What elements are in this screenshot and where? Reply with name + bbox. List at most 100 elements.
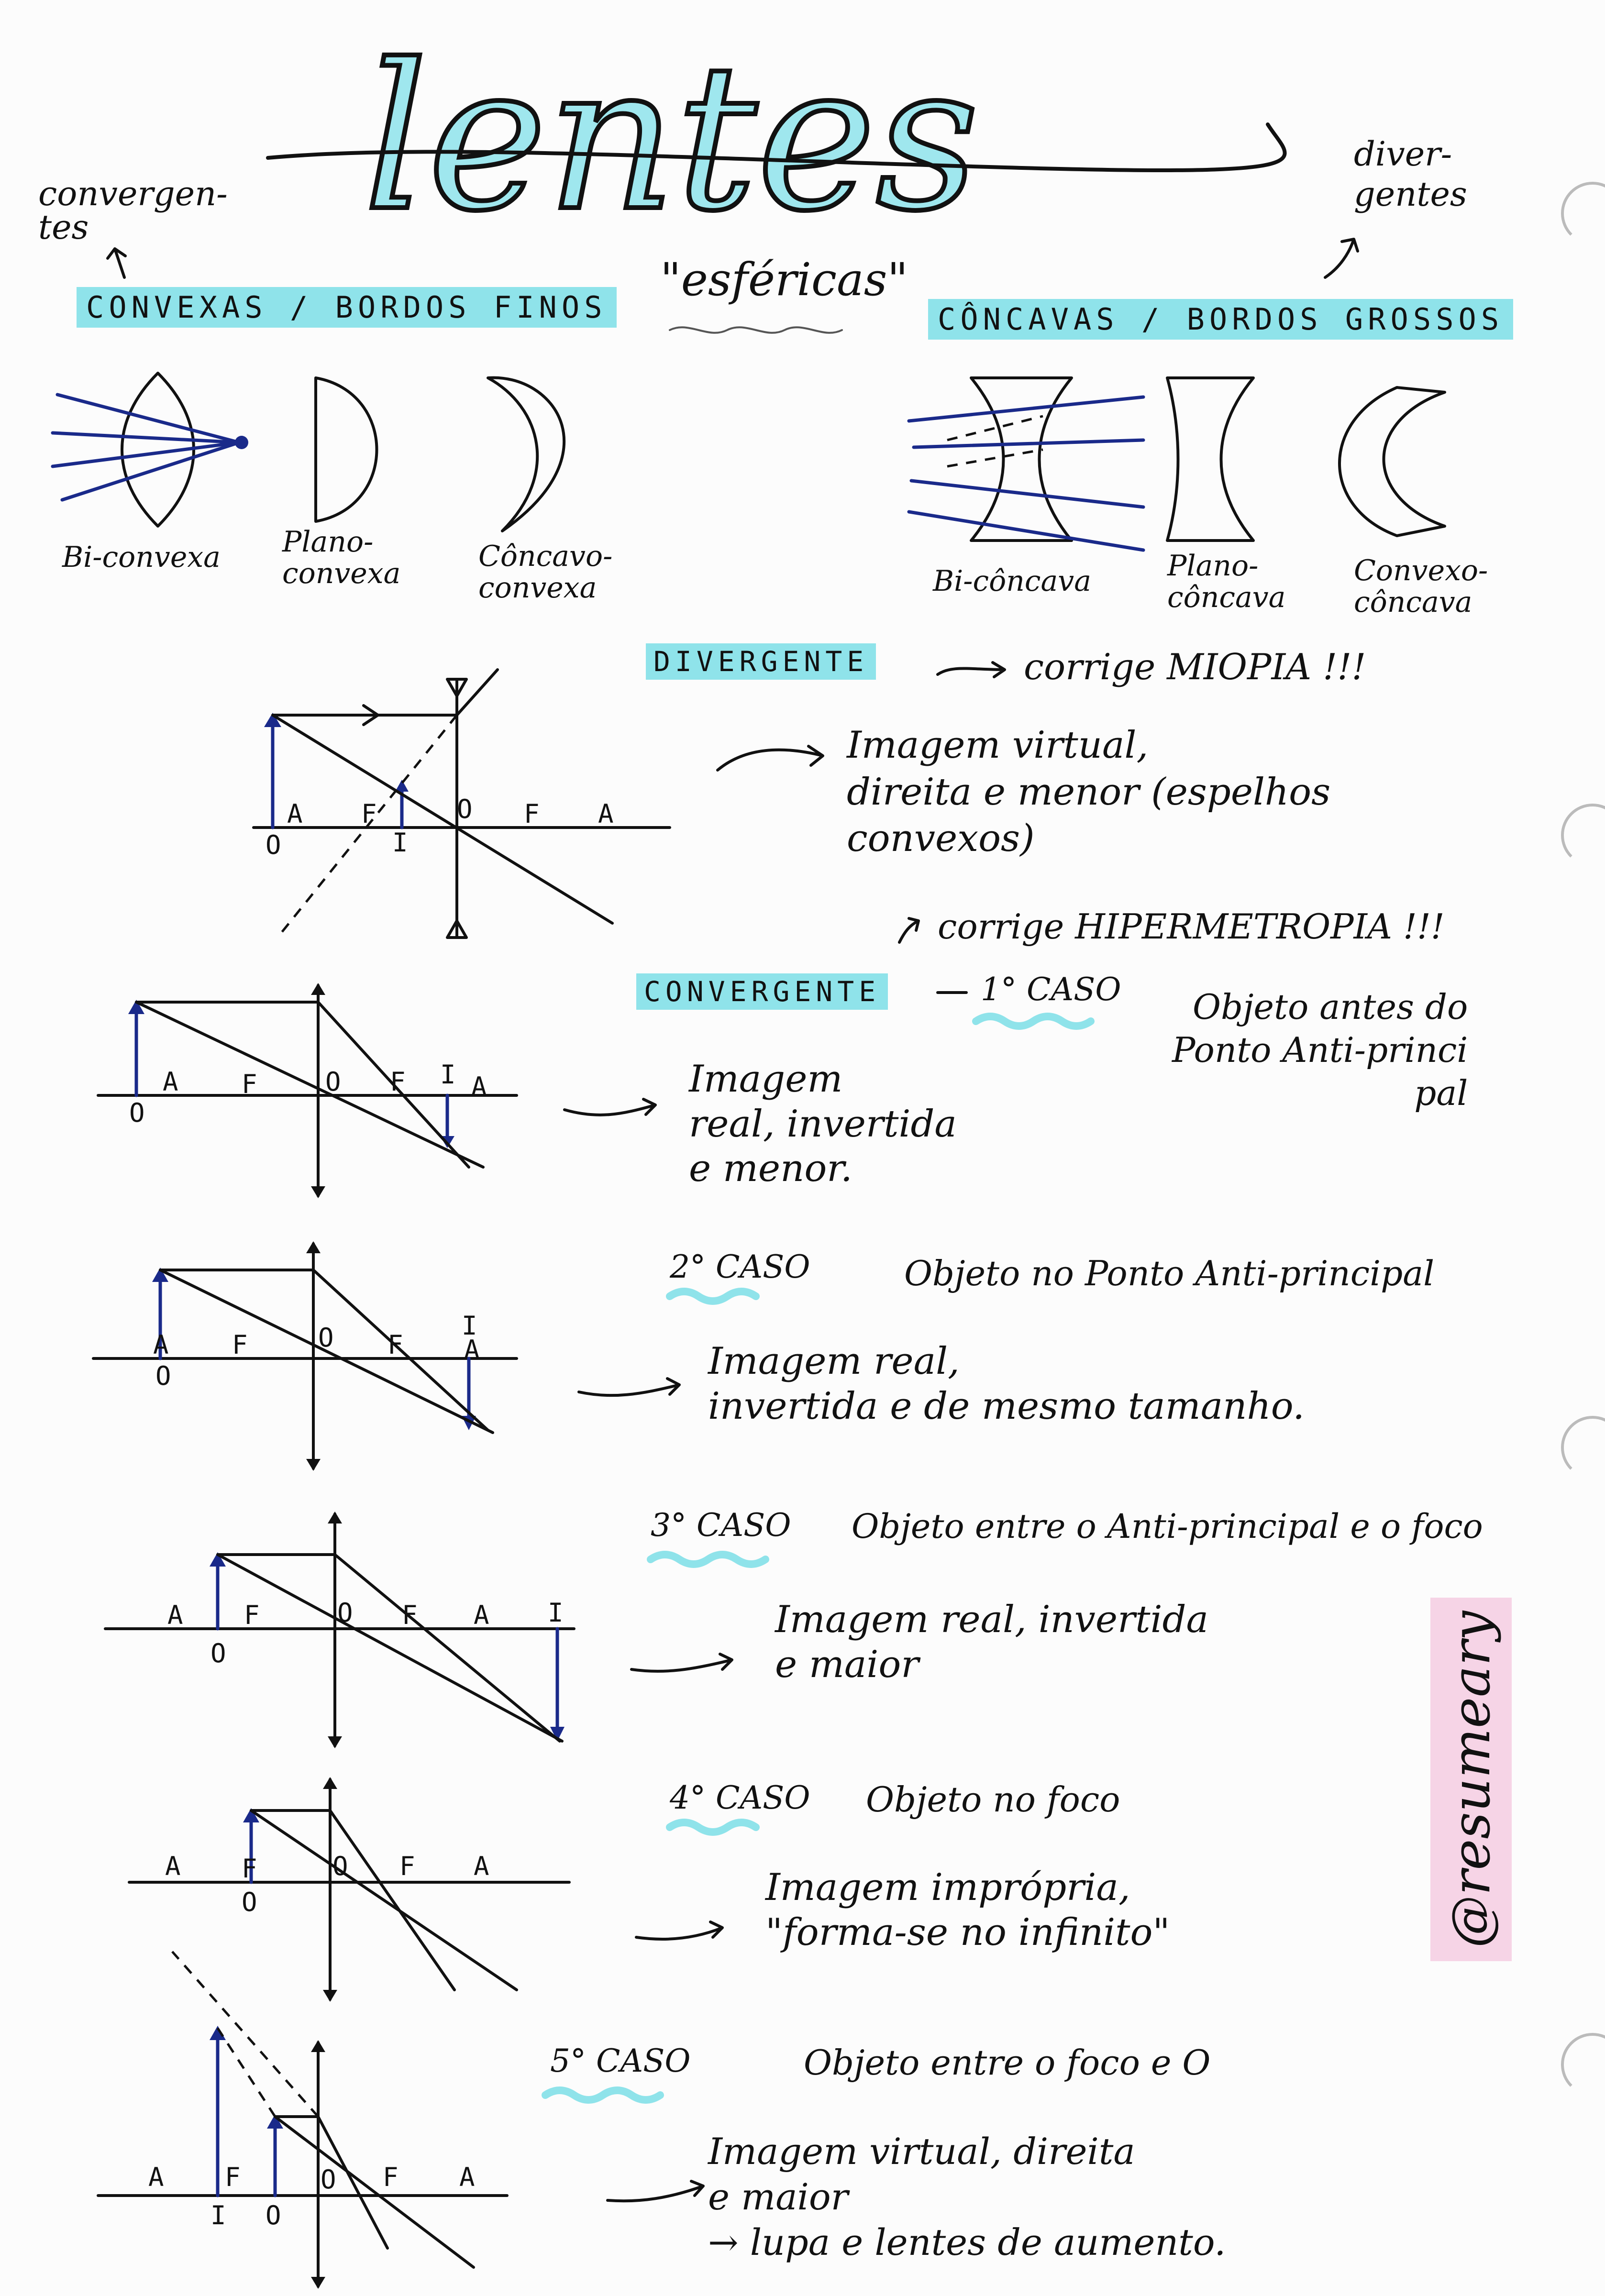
- svg-text:I: I: [548, 1598, 564, 1628]
- svg-text:F: F: [383, 2162, 398, 2192]
- svg-text:O: O: [337, 1598, 353, 1628]
- case-5-underline: [542, 2086, 664, 2104]
- arrow-right-icon: [606, 2180, 705, 2203]
- lens-label-biconvex: Bi-convexa: [62, 541, 221, 574]
- lens-label-convexo-concave: Convexo- côncava: [1354, 554, 1488, 619]
- svg-text:O: O: [266, 830, 281, 860]
- arrow-right-icon: [577, 1377, 681, 1397]
- svg-text:O: O: [325, 1067, 341, 1097]
- svg-text:O: O: [318, 1323, 334, 1353]
- case-5-diagram: A F O F A I O: [97, 1951, 509, 2289]
- arrow-up-icon: [898, 917, 920, 944]
- svg-text:A: A: [153, 1330, 169, 1360]
- convexo-concave-lens: [1338, 386, 1446, 537]
- svg-text:A: A: [474, 1600, 489, 1630]
- diverging-rays: [907, 395, 1145, 552]
- case-4-label: 4° CASO: [670, 1779, 810, 1816]
- subtitle-flourish: [669, 326, 843, 334]
- divergent-image-description: Imagem virtual, direita e menor (espelho…: [847, 724, 1331, 860]
- svg-text:O: O: [210, 1638, 226, 1668]
- lens-label-concavo-convex: Côncavo- convexa: [478, 540, 613, 605]
- case-3-image: Imagem real, invertida e maior: [775, 1598, 1209, 1686]
- punch-hole-mark: [1561, 182, 1605, 245]
- svg-text:F: F: [402, 1600, 418, 1630]
- case-2-object: Objeto no Ponto Anti-principal: [904, 1253, 1435, 1293]
- arrow-right-icon: [635, 1921, 724, 1941]
- case-2-underline: [666, 1288, 760, 1305]
- case-3-diagram: A F O F A I O: [104, 1512, 576, 1748]
- svg-text:O: O: [457, 794, 473, 824]
- svg-text:F: F: [225, 2162, 241, 2192]
- convex-heading: CONVEXAS / BORDOS FINOS: [77, 287, 617, 328]
- case-1-object: Objeto antes do Ponto Anti-princi pal: [1172, 987, 1468, 1113]
- svg-text:O: O: [242, 1887, 257, 1917]
- svg-text:F: F: [242, 1069, 257, 1099]
- case-4-image: Imagem imprópria, "forma-se no infinito": [765, 1866, 1170, 1954]
- plano-concave-lens: [1166, 376, 1255, 542]
- case-3-object: Objeto entre o Anti-principal e o foco: [852, 1507, 1483, 1546]
- svg-text:A: A: [165, 1851, 181, 1881]
- svg-text:F: F: [390, 1067, 406, 1097]
- svg-text:A: A: [163, 1067, 178, 1097]
- case-4-underline: [666, 1819, 760, 1836]
- concave-heading: CÔNCAVAS / BORDOS GROSSOS: [928, 299, 1514, 340]
- case-4-object: Objeto no foco: [866, 1779, 1120, 1820]
- case-5-image: Imagem virtual, direita e maior → lupa e…: [708, 2130, 1226, 2263]
- concavo-convex-lens: [487, 376, 565, 532]
- biconvex-lens: [121, 372, 195, 528]
- signature-sticker: @resumeary: [1430, 1598, 1512, 1961]
- convergent-label: CONVERGENTE: [636, 973, 888, 1010]
- case-5-object: Objeto entre o foco e O: [804, 2042, 1211, 2083]
- arrow-right-icon: [716, 745, 824, 772]
- biconcave-lens: [970, 376, 1073, 542]
- svg-text:F: F: [361, 799, 377, 829]
- converging-rays: [51, 393, 248, 502]
- svg-text:O: O: [129, 1098, 145, 1128]
- arrow-up-icon: [1324, 238, 1359, 279]
- punch-hole-mark: [1561, 2033, 1605, 2096]
- plano-convex-lens: [314, 376, 378, 523]
- svg-text:I: I: [440, 1060, 456, 1090]
- svg-text:O: O: [332, 1851, 348, 1881]
- case-2-label: 2° CASO: [670, 1248, 810, 1285]
- arrow-up-icon: [106, 247, 127, 279]
- arrow-right-icon: [936, 661, 1006, 678]
- case-1-image: Imagem real, invertida e menor.: [689, 1058, 957, 1191]
- svg-text:F: F: [242, 1854, 257, 1884]
- convergent-note: convergen- tes: [38, 174, 228, 247]
- svg-text:A: A: [287, 799, 303, 829]
- svg-text:A: A: [474, 1851, 489, 1881]
- lens-label-plano-convex: Plano- convexa: [282, 525, 401, 590]
- svg-text:A: A: [459, 2162, 475, 2192]
- svg-text:A: A: [148, 2162, 164, 2192]
- svg-text:O: O: [155, 1361, 171, 1391]
- case-3-label: 3° CASO: [651, 1507, 791, 1544]
- svg-text:I: I: [462, 1311, 477, 1341]
- divergent-corrects: corrige MIOPIA !!!: [1024, 646, 1366, 688]
- svg-text:F: F: [244, 1600, 260, 1630]
- case-1-label: 1° CASO: [981, 971, 1121, 1008]
- svg-text:A: A: [464, 1335, 480, 1365]
- case-4-diagram: A F O F A O: [128, 1777, 571, 2002]
- svg-text:A: A: [598, 799, 614, 829]
- case-3-underline: [647, 1551, 769, 1568]
- svg-text:F: F: [524, 799, 540, 829]
- case-2-diagram: A F O F I A O: [92, 1241, 518, 1471]
- svg-text:F: F: [399, 1851, 415, 1881]
- convergent-corrects: corrige HIPERMETROPIA !!!: [938, 906, 1445, 947]
- divergent-label: DIVERGENTE: [646, 643, 876, 680]
- svg-text:O: O: [321, 2164, 336, 2195]
- svg-text:A: A: [471, 1071, 487, 1102]
- page-subtitle: "esféricas": [660, 254, 908, 306]
- svg-text:I: I: [392, 828, 408, 858]
- punch-hole-mark: [1561, 1416, 1605, 1479]
- case-1-diagram: A F O F I A O: [97, 983, 518, 1198]
- svg-text:A: A: [167, 1600, 183, 1630]
- svg-text:O: O: [266, 2200, 281, 2230]
- arrow-right-icon: [563, 1098, 657, 1116]
- page-title: lentes: [361, 22, 981, 255]
- svg-text:F: F: [232, 1330, 248, 1360]
- title-swash: [266, 122, 1287, 172]
- punch-hole-mark: [1561, 804, 1605, 867]
